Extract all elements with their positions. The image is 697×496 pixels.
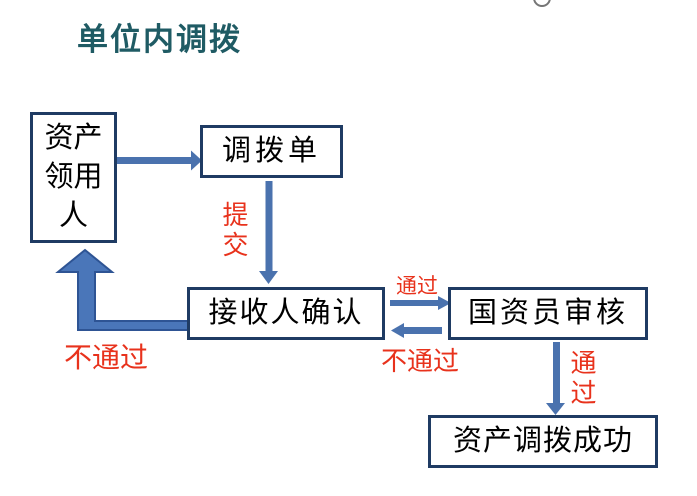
edge-label-submit: 提交 (219, 201, 249, 261)
node-receiver-confirm-label: 接收人确认 (208, 297, 364, 330)
node-transfer-order-label: 调拨单 (221, 135, 321, 168)
node-asset-user-label: 资产 领用 人 (44, 122, 103, 232)
edge-label-fail-to-asset-user: 不通过 (64, 342, 149, 373)
page-title: 单位内调拨 (77, 22, 242, 57)
edge-label-pass-to-success: 通过 (567, 349, 597, 409)
node-asset-user: 资产 领用 人 (30, 112, 117, 243)
arrow-state-review-to-transfer-success (546, 342, 565, 415)
arrow-transfer-order-to-receiver-confirm (259, 181, 278, 284)
block-arrow-receiver-confirm-to-asset-user (55, 248, 189, 331)
node-state-review: 国资员审核 (448, 287, 648, 340)
arrow-asset-user-to-transfer-order (117, 150, 202, 171)
node-receiver-confirm: 接收人确认 (187, 287, 385, 340)
node-transfer-success-label: 资产调拨成功 (452, 425, 633, 458)
node-transfer-success: 资产调拨成功 (428, 415, 658, 468)
node-state-review-label: 国资员审核 (467, 297, 628, 330)
edge-label-pass-to-review: 通过 (396, 275, 438, 298)
node-transfer-order: 调拨单 (200, 125, 343, 178)
arrow-receiver-confirm-to-state-review (390, 296, 451, 310)
edge-label-fail-to-receiver: 不通过 (381, 346, 460, 376)
arrow-state-review-to-receiver-confirm (391, 323, 442, 338)
